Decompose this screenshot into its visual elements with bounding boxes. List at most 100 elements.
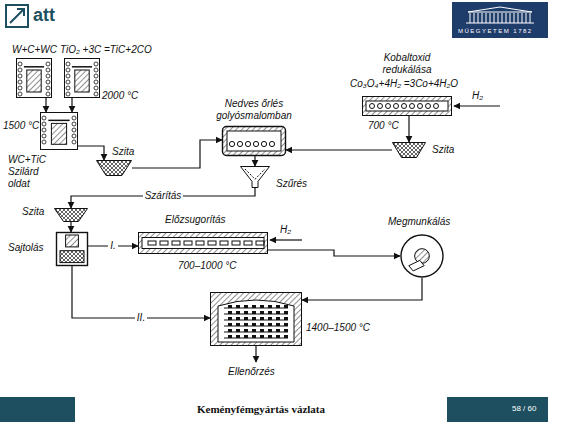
apparatus-drawing — [210, 292, 302, 346]
heating-coil — [72, 128, 76, 132]
heating-coil — [46, 80, 50, 84]
node-text: Szűrés — [276, 178, 307, 190]
heating-coil — [18, 86, 22, 90]
part — [228, 305, 232, 308]
charge — [410, 104, 415, 109]
building-columns — [470, 13, 530, 23]
flow-line — [254, 156, 255, 166]
grinding-ball — [229, 141, 234, 146]
flow-line — [132, 140, 222, 168]
building-outline — [466, 7, 534, 23]
heating-coil — [72, 140, 76, 144]
flow-line — [408, 116, 409, 142]
sieve — [55, 209, 88, 222]
apparatus-drawing — [16, 58, 52, 98]
apparatus-cru: W+C+WC — [16, 58, 52, 98]
part — [260, 323, 264, 326]
apparatus-sieve: Szita — [54, 208, 88, 222]
node-text: 1500 °C — [3, 120, 39, 132]
apparatus-sieve: Szita — [96, 160, 132, 176]
boat — [148, 241, 156, 245]
boat — [232, 241, 240, 245]
part — [276, 317, 280, 320]
heating-coil — [66, 86, 70, 90]
page-number: 58 / 60 — [512, 404, 536, 414]
heating-coil — [42, 128, 46, 132]
charge — [370, 104, 375, 109]
apparatus-drawing — [40, 112, 78, 150]
heating-coil — [42, 116, 46, 120]
furnace-tube — [366, 101, 448, 111]
part — [252, 305, 256, 308]
part — [228, 329, 232, 332]
lid — [48, 120, 69, 122]
edge-label: I. — [108, 240, 118, 252]
flow-line — [70, 222, 71, 232]
apparatus-sieve: Szita — [392, 142, 426, 158]
part — [284, 335, 288, 338]
punch — [66, 235, 79, 247]
apparatus-drawing — [362, 96, 452, 116]
flow-line — [71, 188, 255, 208]
part — [244, 335, 248, 338]
apparatus-tube: Kobaltoxid redukálásaCo₃O₄+4H₂ =3Co+4H₂O… — [362, 96, 452, 116]
part — [268, 335, 272, 338]
boat — [208, 241, 216, 245]
footer-bar — [447, 397, 548, 422]
part — [244, 305, 248, 308]
workpiece — [409, 260, 424, 271]
grinding-ball — [245, 141, 250, 146]
part — [276, 305, 280, 308]
part — [252, 329, 256, 332]
part — [268, 317, 272, 320]
part — [268, 305, 272, 308]
grinding-ball — [237, 141, 242, 146]
node-text: 1400–1500 °C — [306, 322, 370, 334]
charge — [378, 104, 383, 109]
heating-coil — [18, 74, 22, 78]
part — [268, 311, 272, 314]
furnace-body — [17, 59, 52, 98]
sinter-furnace — [211, 293, 302, 346]
part — [236, 329, 240, 332]
heating-coil — [18, 92, 22, 96]
boat — [244, 241, 252, 245]
heating-coil — [46, 92, 50, 96]
heating-coil — [18, 62, 22, 66]
heating-coil — [66, 92, 70, 96]
edge-label: Szárítás — [143, 190, 184, 202]
heating-coil — [94, 68, 98, 72]
heating-coil — [72, 134, 76, 138]
flow-line — [302, 278, 422, 300]
charge — [418, 104, 423, 109]
heating-coil — [66, 62, 70, 66]
apparatus-bell: 1400–1500 °C — [210, 292, 302, 346]
charge — [402, 104, 407, 109]
part — [260, 329, 264, 332]
boat — [220, 241, 228, 245]
heating-coil — [94, 80, 98, 84]
node-text: Sajtolás — [8, 242, 44, 254]
logo-text: MŰEGYETEM 1782 — [458, 27, 533, 35]
heating-coil — [42, 122, 46, 126]
node-text: Szita — [22, 206, 44, 218]
charge — [386, 104, 391, 109]
part — [228, 323, 232, 326]
flow-line — [45, 98, 46, 112]
heating-coil — [46, 86, 50, 90]
charge — [434, 104, 439, 109]
heating-coil — [46, 68, 50, 72]
heating-coil — [42, 134, 46, 138]
part — [244, 323, 248, 326]
heating-coil — [94, 92, 98, 96]
part — [228, 317, 232, 320]
crucible — [27, 70, 41, 92]
grinding-ball — [261, 141, 266, 146]
logo-frame — [6, 5, 28, 27]
heating-coil — [18, 80, 22, 84]
lid — [72, 66, 92, 68]
apparatus-drawing — [240, 166, 270, 188]
apparatus-cru: TiO₂ +3C =TiC+2CO2000 °C — [64, 58, 100, 98]
ball-mill-drum — [223, 127, 286, 156]
